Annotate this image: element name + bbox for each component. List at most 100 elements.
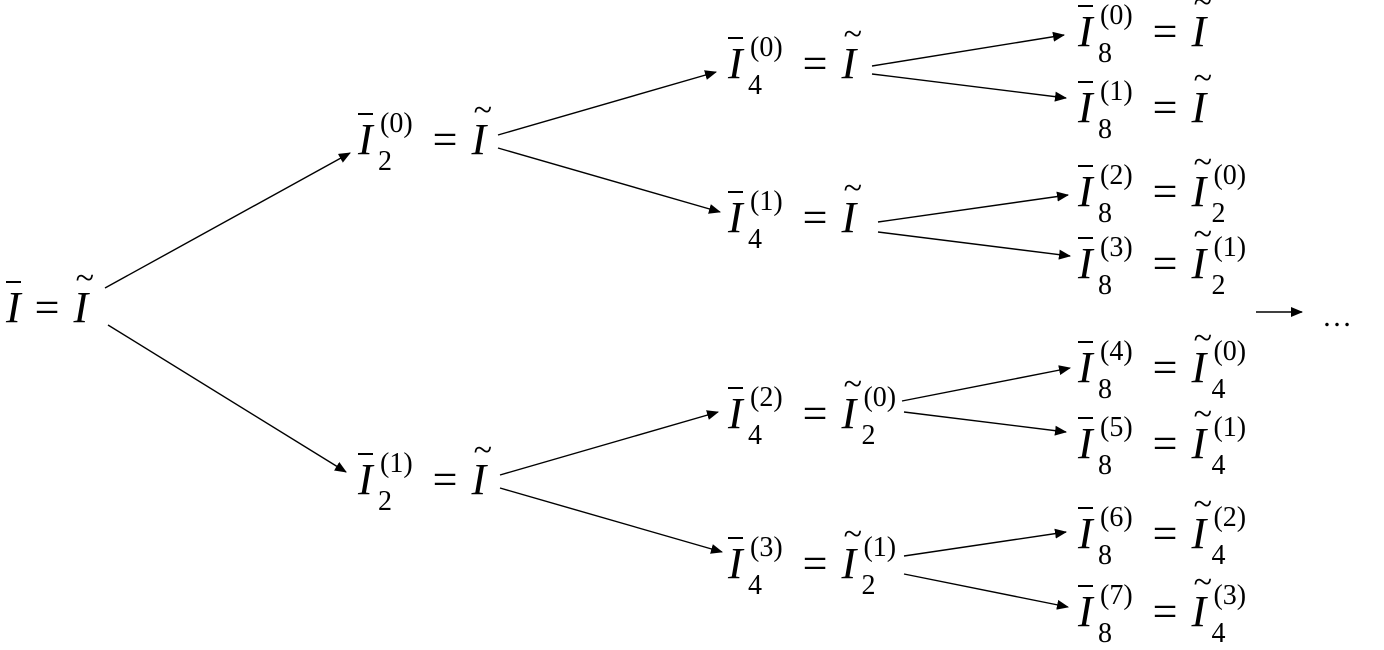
node-rhs: ~I(1)2 [841,518,896,600]
node-lhs-subscript: 4 [748,70,762,101]
node-lhs-symbol: I [358,453,373,504]
node-I8-2: I(2)8=~I(0)2 [1078,146,1246,228]
node-I8-5: I(5)8=~I(1)4 [1078,398,1246,480]
node-rhs-letter: I [1191,343,1207,392]
node-I8-7: I(7)8 = ~I(3) 4 [1078,566,1246,648]
node-rhs-superscript: (0) [863,382,897,413]
node-rhs-letter: I [1191,83,1207,132]
node-rhs-subscript: 4 [1211,540,1226,571]
node-lhs-subscript: 4 [748,570,762,601]
node-lhs: I(1)8 [1078,78,1139,144]
node-I8-0: I(0)8 = ~I [1078,0,1212,68]
node-lhs-symbol: I [728,537,743,588]
node-lhs-subscript: 8 [1098,374,1112,405]
edge-I2-1-to-I4-2 [499,410,719,476]
node-rhs-subscript: 2 [861,570,876,601]
root-rhs-letter: I [73,283,89,332]
node-rhs-superscript: (0) [1213,160,1247,191]
node-rhs-letter: I [1191,587,1207,636]
edge-root-to-I2-1 [107,324,347,473]
node-lhs-superscript: (1) [380,448,413,479]
node-I8-3: I(3) 8 = ~I(1)2 [1078,218,1246,300]
node-equals: = [802,193,828,242]
node-I4-0: I(0)4=~I [728,18,862,100]
node-lhs-symbol: I [1078,237,1093,288]
node-lhs-superscript: (5) [1100,412,1133,443]
tilde-accent: ~ [1193,0,1213,21]
node-lhs-subscript: 8 [1098,114,1112,145]
edge-I4-1-to-I8-3 [877,231,1071,260]
node-lhs-subscript: 8 [1098,270,1112,301]
tilde-accent: ~ [1193,564,1213,601]
node-rhs-superscript: (3) [1213,580,1247,611]
node-rhs-letter: I [841,389,857,438]
node-rhs-letter: I [1191,509,1207,558]
node-rhs: ~I(2)4 [1191,488,1246,570]
node-lhs-symbol: I [1078,341,1093,392]
node-equals: = [1152,587,1178,636]
edge-I4-2-to-I8-5 [903,411,1067,436]
root-lhs-symbol: I [6,281,21,332]
node-lhs: I(5)8 [1078,414,1139,480]
node-equals: = [1152,7,1178,56]
tilde-accent: ~ [1193,60,1213,97]
edge-I4-0-to-I8-0 [871,31,1065,67]
node-lhs-superscript: (3) [1100,232,1133,263]
node-lhs: I(2)4 [728,384,789,450]
node-lhs-subscript: 2 [378,486,392,517]
node-lhs-subscript: 8 [1098,38,1112,69]
node-rhs-letter: I [471,115,487,164]
node-rhs: ~I [471,434,492,502]
edge-I4-2-to-I8-4 [901,365,1071,402]
edge-I2-0-to-I4-1 [497,147,721,214]
node-rhs-superscript: (1) [1213,232,1247,263]
node-lhs-superscript: (7) [1100,580,1133,611]
node-lhs-superscript: (2) [750,382,783,413]
tilde-accent: ~ [1193,320,1213,357]
node-I8-6: I(6)8=~I(2)4 [1078,488,1246,570]
node-rhs-symbol: ~I [1191,62,1212,132]
node-lhs: I(7)8 [1078,582,1139,648]
node-equals: = [1152,509,1178,558]
node-rhs-symbol: ~I [841,18,862,86]
node-lhs-symbol: I [1078,417,1093,468]
tilde-accent: ~ [1193,396,1213,433]
node-equals: = [1152,83,1178,132]
root-expression: I=~I [6,262,94,332]
node-equals: = [432,115,458,164]
node-equals: = [802,39,828,88]
node-rhs: ~I [841,18,862,86]
node-lhs-superscript: (0) [750,32,783,63]
node-equals: = [802,539,828,588]
edge-I2-0-to-I4-0 [497,70,717,136]
tilde-accent: ~ [1193,486,1213,523]
node-rhs-symbol: ~I [841,368,862,438]
tilde-accent: ~ [843,366,863,403]
node-rhs-symbol: ~I [1191,488,1212,558]
node-rhs-subscript: 4 [1211,618,1226,649]
node-rhs: ~I(1)2 [1191,218,1246,300]
node-lhs: I(0)8 [1078,2,1139,68]
node-lhs: I(1)4 [728,188,789,254]
node-lhs-symbol: I [358,113,373,164]
edge-I4-3-to-I8-7 [903,573,1069,610]
node-equals: = [1152,239,1178,288]
node-I2-1: I(1) 2 = ~I [358,434,492,516]
tilde-accent: ~ [473,92,493,129]
node-rhs-letter: I [1191,7,1207,56]
node-lhs-symbol: I [1078,81,1093,132]
node-I4-1: I(1)4=~I [728,172,862,254]
tilde-accent: ~ [843,16,863,53]
node-lhs: I(3) 8 [1078,234,1139,300]
node-equals: = [1152,343,1178,392]
node-rhs: ~I [471,94,492,164]
node-lhs-subscript: 2 [378,146,392,177]
node-lhs-symbol: I [1078,507,1093,558]
node-rhs-symbol: ~I [1191,566,1212,636]
node-rhs-subscript: 2 [1211,270,1226,301]
edge-I4-1-to-I8-2 [877,191,1069,223]
node-rhs-subscript: 2 [861,420,876,451]
node-lhs-subscript: 8 [1098,198,1112,229]
node-I2-0: I(0)2=~I [358,94,492,176]
node-equals: = [432,455,458,504]
